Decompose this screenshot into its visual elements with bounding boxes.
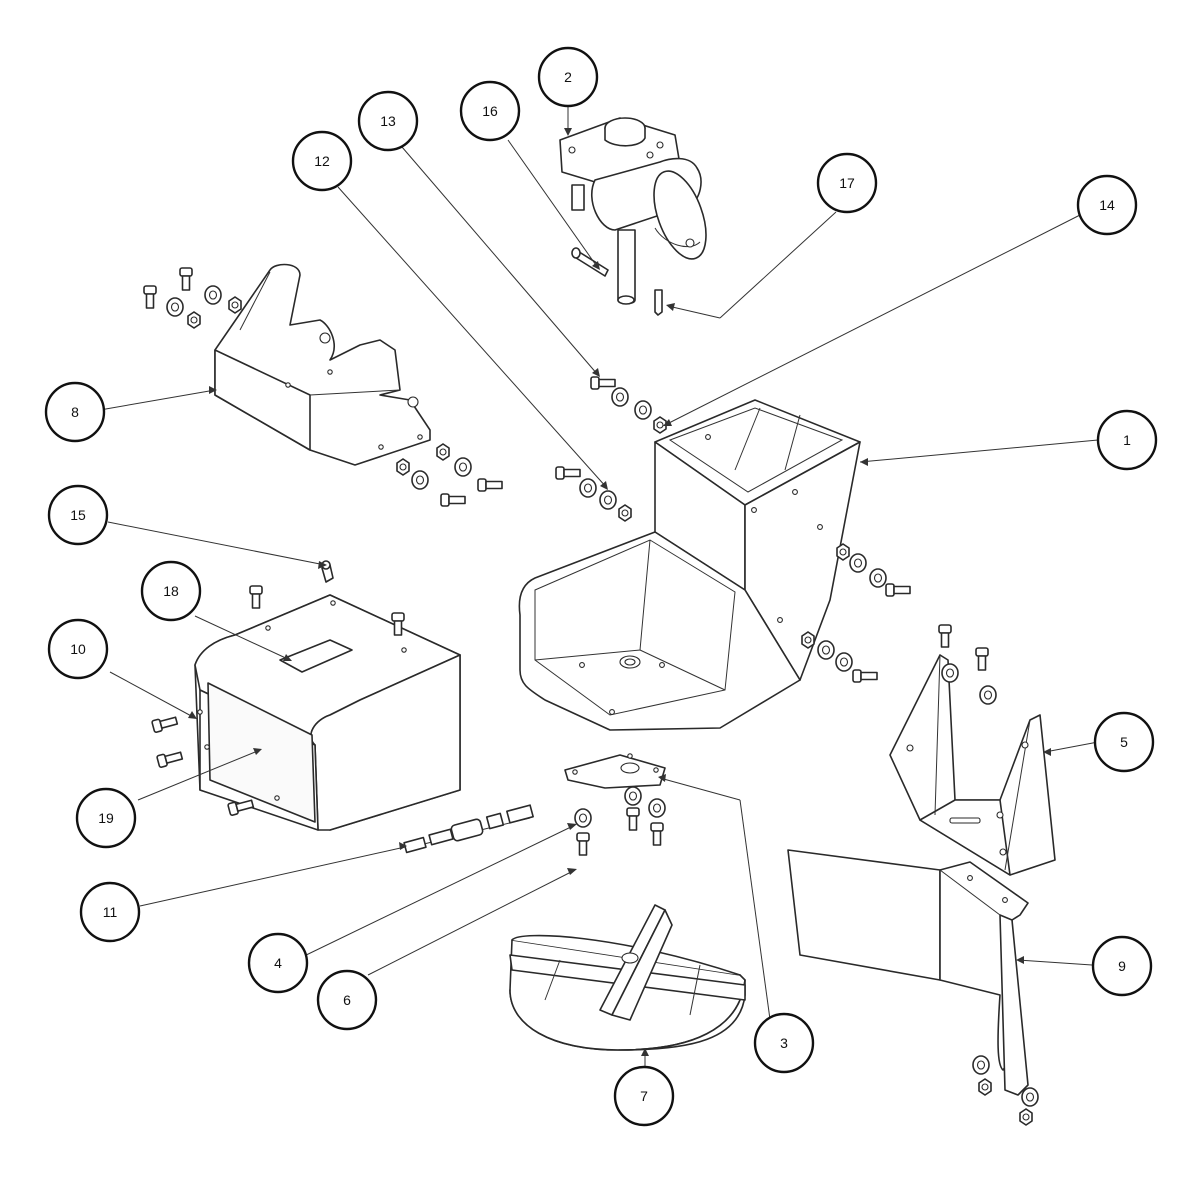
callout-circle [459, 80, 521, 142]
callout-circle [44, 381, 106, 443]
callout-number: 6 [343, 992, 351, 1008]
callout-circle [140, 560, 202, 622]
part-side-bracket [889, 654, 1056, 876]
callout-number: 11 [103, 904, 118, 920]
callout-2: 2 [537, 46, 599, 108]
callout-1: 1 [1096, 409, 1158, 471]
callout-19: 19 [75, 787, 137, 849]
callout-circle [816, 152, 878, 214]
callout-circle [753, 1012, 815, 1074]
callout-circle [47, 618, 109, 680]
callout-5: 5 [1093, 711, 1155, 773]
callout-circle [79, 881, 141, 943]
callout-18: 18 [140, 560, 202, 622]
callout-13: 13 [357, 90, 419, 152]
callout-7: 7 [613, 1065, 675, 1127]
callout-14: 14 [1076, 174, 1138, 236]
callout-4: 4 [247, 932, 309, 994]
callout-number: 17 [839, 175, 855, 191]
part-mounting-bracket [214, 263, 431, 466]
callout-17: 17 [816, 152, 878, 214]
callout-number: 12 [314, 153, 330, 169]
callout-number: 8 [71, 404, 79, 420]
part-spinner-disc [509, 904, 746, 1051]
callout-number: 14 [1099, 197, 1115, 213]
callout-circle [1091, 935, 1153, 997]
part-motor-cover [194, 594, 461, 831]
callout-3: 3 [753, 1012, 815, 1074]
callout-number: 7 [640, 1088, 648, 1104]
callout-number: 4 [274, 955, 282, 971]
part-cotter-pin [654, 289, 663, 316]
callout-15: 15 [47, 484, 109, 546]
callout-8: 8 [44, 381, 106, 443]
leader-lines [99, 106, 1099, 1066]
callout-number: 1 [1123, 432, 1131, 448]
callout-number: 3 [780, 1035, 788, 1051]
callout-circle [1093, 711, 1155, 773]
callout-circle [537, 46, 599, 108]
callout-11: 11 [79, 881, 141, 943]
callout-number: 10 [70, 641, 86, 657]
callout-circle [247, 932, 309, 994]
callout-circle [291, 130, 353, 192]
callout-number: 9 [1118, 958, 1126, 974]
part-deflector [787, 849, 1029, 1096]
part-plate [564, 753, 666, 789]
part-motor-gearbox [559, 117, 707, 305]
callout-circle [316, 969, 378, 1031]
callout-16: 16 [459, 80, 521, 142]
part-hopper-chute [518, 399, 861, 731]
callout-9: 9 [1091, 935, 1153, 997]
callout-circle [613, 1065, 675, 1127]
plate-hardware [574, 786, 666, 856]
callout-6: 6 [316, 969, 378, 1031]
callout-circle [357, 90, 419, 152]
callout-circle [1096, 409, 1158, 471]
callout-circle [75, 787, 137, 849]
part-wiring-harness [403, 804, 534, 854]
callout-circle [47, 484, 109, 546]
part-clevis-pin [571, 247, 609, 277]
callout-10: 10 [47, 618, 109, 680]
callout-12: 12 [291, 130, 353, 192]
callout-number: 16 [482, 103, 498, 119]
callout-number: 18 [163, 583, 179, 599]
callout-number: 2 [564, 69, 572, 85]
callout-number: 15 [70, 507, 86, 523]
part-fitting [321, 560, 334, 583]
callout-circle [1076, 174, 1138, 236]
callout-number: 19 [98, 810, 114, 826]
callout-number: 13 [380, 113, 396, 129]
callout-number: 5 [1120, 734, 1128, 750]
